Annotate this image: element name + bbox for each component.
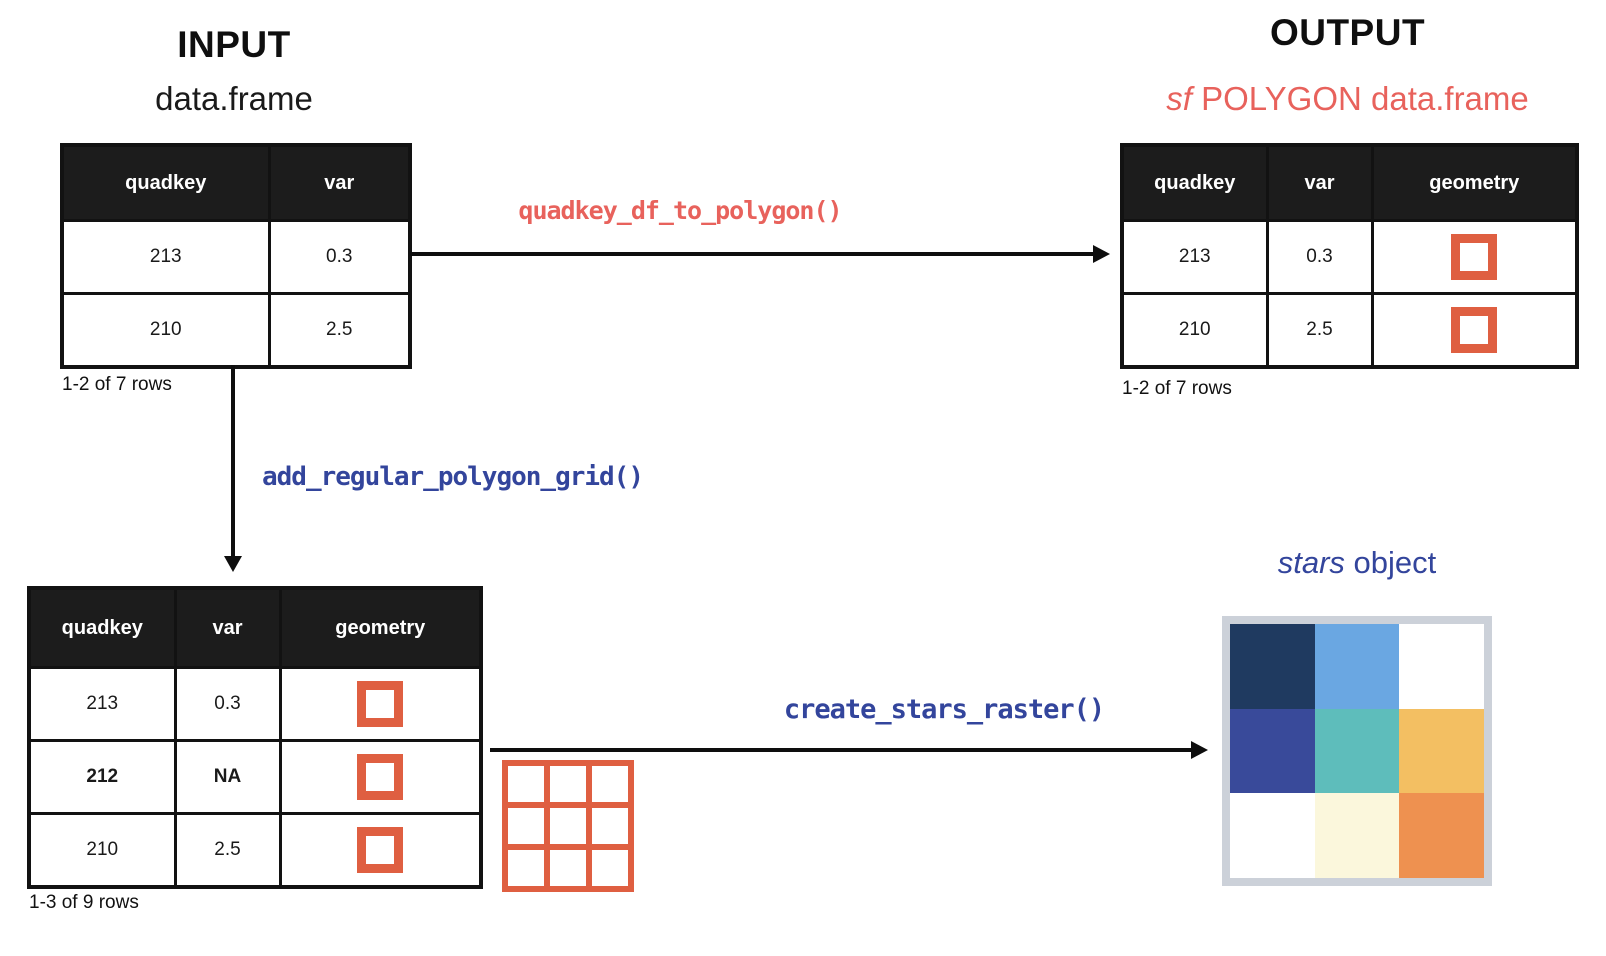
- arrow-down-icon: [224, 365, 242, 572]
- fn-create-stars-raster-label: create_stars_raster(): [783, 694, 1105, 725]
- cell-var: 0.3: [173, 666, 282, 742]
- cell-geometry: [278, 812, 483, 889]
- raster-cell: [1399, 708, 1484, 794]
- stars-object-title: stars object: [1222, 545, 1492, 581]
- output-table: quadkey var geometry 213 0.3 210 2.5: [1120, 143, 1579, 369]
- arrow-right-icon: [410, 245, 1110, 263]
- cell-quadkey: 213: [1120, 219, 1269, 295]
- input-table-header-row: quadkey var: [60, 143, 412, 222]
- output-subtitle-rest: POLYGON data.frame: [1191, 80, 1529, 117]
- polygon-grid-table: quadkey var geometry 213 0.3 212 NA 210 …: [27, 586, 483, 889]
- raster-cell: [1230, 624, 1315, 709]
- output-table-header-row: quadkey var geometry: [1120, 143, 1579, 222]
- polygon-geometry-icon: [357, 754, 404, 800]
- cell-var: 2.5: [267, 292, 412, 369]
- output-subtitle-sf: sf: [1166, 80, 1192, 117]
- stars-title-rest: object: [1344, 545, 1437, 580]
- cell-quadkey: 212: [27, 739, 177, 815]
- raster-cell: [1314, 624, 1400, 709]
- input-title: INPUT: [177, 24, 291, 65]
- cell-geometry: [278, 666, 483, 742]
- polygon-geometry-icon: [1451, 234, 1498, 280]
- fn-quadkey-df-to-polygon-label: quadkey_df_to_polygon(): [518, 196, 842, 225]
- column-header-geometry: geometry: [278, 586, 483, 669]
- table-row: 210 2.5: [1120, 292, 1579, 369]
- output-subtitle: sf POLYGON data.frame: [1120, 80, 1575, 118]
- table-row: 213 0.3: [27, 666, 483, 742]
- cell-geometry: [278, 739, 483, 815]
- table-row: 213 0.3: [60, 219, 412, 295]
- polygon-geometry-icon: [357, 681, 404, 727]
- arrow-right-icon: [490, 741, 1208, 759]
- column-header-var: var: [1265, 143, 1374, 222]
- cell-quadkey: 213: [27, 666, 177, 742]
- table-row: 210 2.5: [60, 292, 412, 369]
- cell-quadkey: 210: [1120, 292, 1269, 369]
- cell-var: 0.3: [267, 219, 412, 295]
- cell-geometry: [1370, 292, 1579, 369]
- grid-table-header-row: quadkey var geometry: [27, 586, 483, 669]
- cell-quadkey: 213: [60, 219, 271, 295]
- input-subtitle: data.frame: [155, 80, 313, 117]
- raster-cell: [1314, 793, 1400, 878]
- cell-quadkey: 210: [60, 292, 271, 369]
- cell-geometry: [1370, 219, 1579, 295]
- orange-3x3-grid-icon: [502, 760, 634, 892]
- table-row: 213 0.3: [1120, 219, 1579, 295]
- polygon-geometry-icon: [1451, 307, 1498, 353]
- cell-var: 2.5: [1265, 292, 1374, 369]
- table-row-na-highlight: 212 NA: [27, 739, 483, 815]
- column-header-geometry: geometry: [1370, 143, 1579, 222]
- raster-cell: [1314, 708, 1400, 794]
- stars-title-italic: stars: [1277, 545, 1345, 580]
- raster-cell: [1230, 708, 1315, 794]
- polygon-geometry-icon: [357, 827, 404, 873]
- column-header-quadkey: quadkey: [60, 143, 271, 222]
- column-header-var: var: [173, 586, 282, 669]
- input-table: quadkey var 213 0.3 210 2.5: [60, 143, 412, 369]
- raster-cell: [1399, 793, 1484, 878]
- column-header-quadkey: quadkey: [1120, 143, 1269, 222]
- output-title: OUTPUT: [1269, 12, 1426, 53]
- stars-raster-image: [1222, 616, 1492, 886]
- cell-var: 0.3: [1265, 219, 1374, 295]
- row-count-caption: 1-3 of 9 rows: [29, 892, 139, 913]
- row-count-caption: 1-2 of 7 rows: [1122, 378, 1232, 399]
- fn-add-regular-polygon-grid-label: add_regular_polygon_grid(): [262, 462, 644, 492]
- cell-var: NA: [173, 739, 282, 815]
- table-row: 210 2.5: [27, 812, 483, 889]
- column-header-quadkey: quadkey: [27, 586, 177, 669]
- row-count-caption: 1-2 of 7 rows: [62, 374, 172, 395]
- column-header-var: var: [267, 143, 412, 222]
- cell-quadkey: 210: [27, 812, 177, 889]
- raster-cell: [1399, 624, 1484, 709]
- raster-cell: [1230, 793, 1315, 878]
- cell-var: 2.5: [173, 812, 282, 889]
